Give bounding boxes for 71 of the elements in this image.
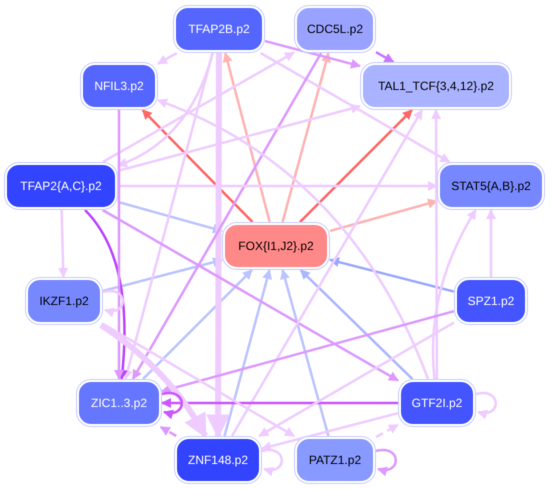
arrow	[102, 51, 295, 164]
arrow	[84, 209, 128, 380]
arrow	[118, 200, 223, 234]
node-box	[174, 6, 264, 52]
arrow	[132, 52, 322, 380]
thick-arrow	[206, 53, 230, 438]
arrow	[142, 109, 254, 223]
arrow	[162, 392, 183, 418]
dashed-arrow	[375, 424, 399, 438]
node-box	[361, 63, 511, 109]
arrow	[102, 290, 124, 316]
node-label: ZNF148.p2	[188, 452, 248, 469]
arrow	[157, 98, 430, 380]
arrow	[58, 210, 68, 278]
arrow	[161, 398, 398, 408]
dashed-arrow	[160, 426, 177, 438]
node-box	[77, 380, 161, 426]
node-label: TFAP2{A,C}.p2	[20, 178, 102, 195]
arrow	[264, 40, 361, 69]
arrow	[118, 104, 361, 172]
arrow	[376, 448, 397, 476]
arrow	[122, 52, 214, 380]
node-label: FOX{I1,J2}.p2	[238, 238, 314, 255]
node-label: CDC5L.p2	[306, 21, 364, 38]
node-box	[295, 6, 375, 52]
arrow	[142, 269, 253, 380]
arrow	[280, 269, 330, 436]
arrow	[329, 257, 454, 293]
arrow	[476, 392, 497, 418]
arrow	[157, 52, 178, 65]
node-label: IKZF1.p2	[39, 293, 89, 310]
arrow	[262, 448, 283, 476]
arrow	[261, 412, 398, 452]
node-box	[438, 163, 544, 209]
node-label: NFIL3.p2	[94, 78, 144, 95]
arrow	[299, 109, 413, 223]
node-label: GTF2I.p2	[412, 395, 462, 412]
node-box	[223, 223, 329, 269]
node-box	[399, 380, 475, 426]
arrow	[222, 52, 271, 222]
node-box	[175, 437, 261, 483]
node-label: TFAP2B.p2	[188, 21, 250, 38]
node-box	[455, 278, 527, 324]
arrow	[258, 321, 455, 438]
thick-arrow	[99, 322, 208, 438]
node-label: ZIC1..3.p2	[90, 395, 148, 412]
arrow	[161, 310, 454, 394]
arrow	[114, 110, 124, 380]
node-box	[26, 278, 102, 324]
node-box	[295, 437, 375, 483]
node-box	[81, 63, 157, 109]
node-label: PATZ1.p2	[308, 452, 362, 469]
node-label: SPZ1.p2	[468, 293, 514, 310]
arrow	[230, 109, 424, 437]
node-label: STAT5{A,B}.p2	[451, 178, 531, 195]
arrow	[486, 209, 496, 277]
node-label: TAL1_TCF{3,4,12}.p2	[378, 78, 494, 95]
arrow	[117, 52, 214, 167]
arrow	[223, 269, 272, 436]
arrow	[102, 322, 295, 438]
arrow	[260, 52, 450, 164]
arrow	[375, 51, 394, 64]
arrow	[431, 109, 442, 379]
arrow	[281, 52, 331, 222]
arrow	[432, 209, 477, 380]
arrow	[300, 269, 414, 380]
arrow	[330, 198, 438, 232]
node-box	[5, 163, 117, 209]
arrow	[118, 181, 438, 191]
arrow	[102, 208, 399, 382]
arrow	[102, 257, 223, 292]
